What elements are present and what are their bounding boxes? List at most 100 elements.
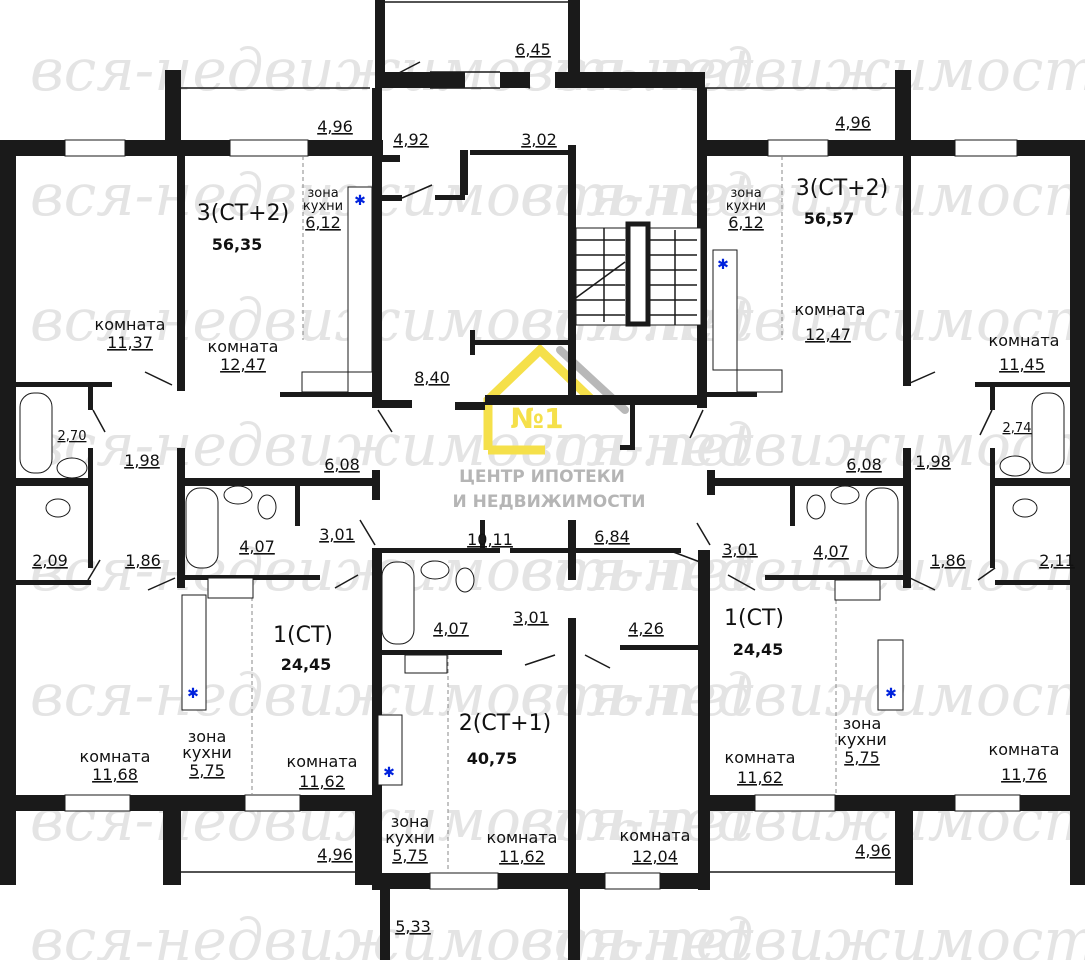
labels: 6,45 4,96 4,96 4,96 4,96 5,33 4,92 3,02 … [32,40,1075,936]
room-area: 11,62 [499,847,545,866]
apartment-type: 1(СТ) [724,606,784,631]
room-area: 11,76 [1001,765,1047,784]
company-logo: №1 ЦЕНТР ИПОТЕКИ И НЕДВИЖИМОСТИ [452,343,646,512]
area-label: 6,08 [846,455,882,474]
room-area: 11,62 [737,768,783,787]
watermark: вся-недвижимость.net [520,906,1085,960]
area-label: 1,98 [915,452,951,471]
apartment-type: 2(СТ+1) [459,711,551,736]
area-label: 4,96 [855,841,891,860]
watermark: вся-недвижимость.net [520,661,1085,729]
apartment-area: 40,75 [467,749,518,768]
room-label: комната [989,740,1060,759]
apartment-area: 56,35 [212,235,263,254]
bathtub-icon [185,487,219,569]
kitchen-label: зона [730,186,761,201]
apartment-type: 1(СТ) [273,623,333,648]
watermarks: вся-недвижимость.net вся-недвижимость.ne… [30,36,1085,960]
logo-line2: И НЕДВИЖИМОСТИ [452,492,645,512]
area-label: 4,96 [835,113,871,132]
apartment-type: 3(СТ+2) [796,176,888,201]
room-label: комната [795,300,866,319]
apartment-area: 24,45 [733,640,784,659]
area-label: 1,86 [930,551,966,570]
area-label: 1,98 [124,451,160,470]
kitchen-label: зона [188,727,227,746]
area-label: 3,01 [319,525,355,544]
area-label: 5,33 [395,917,431,936]
kitchen-label: кухни [385,828,434,847]
area-label: 2,11 [1039,551,1075,570]
kitchen-label: кухни [837,730,886,749]
kitchen-label: кухни [182,743,231,762]
area-label: 2,70 [58,429,87,444]
area-label: 1,86 [125,551,161,570]
watermark: вся-недвижимость.net [30,36,754,104]
room-label: комната [487,828,558,847]
room-label: комната [725,748,796,767]
area-label: 4,92 [393,130,429,149]
room-label: комната [80,747,151,766]
gas-meter-icon: ✱ [187,686,199,702]
apartment-area: 56,57 [804,209,855,228]
area-label: 4,07 [813,542,849,561]
area-label: 3,02 [521,130,557,149]
watermark: вся-недвижимость.net [30,906,754,960]
sink-icon [999,455,1031,477]
area-label: 8,40 [414,368,450,387]
area-label: 4,96 [317,117,353,136]
room-area: 12,47 [805,325,851,344]
area-label: 2,74 [1003,421,1032,436]
kitchen-area: 5,75 [844,748,880,767]
fixtures: ✱ ✱ ✱ ✱ ✱ [19,186,1065,786]
toilet-icon [455,567,475,593]
kitchen-label: зона [307,186,338,201]
toilet-icon [1012,498,1038,518]
apartment-type: 3(СТ+2) [197,201,289,226]
gas-meter-icon: ✱ [885,686,897,702]
kitchen-area: 6,12 [728,213,764,232]
kitchen-area: 6,12 [305,213,341,232]
area-label: 3,01 [513,608,549,627]
room-area: 12,47 [220,355,266,374]
apartment-area: 24,45 [281,655,332,674]
kitchen-area: 5,75 [392,846,428,865]
room-area: 11,62 [299,772,345,791]
room-label: комната [989,331,1060,350]
area-label: 10,11 [467,530,513,549]
sink-icon [830,485,860,505]
area-label: 6,45 [515,40,551,59]
room-area: 11,37 [107,333,153,352]
room-label: комната [620,826,691,845]
logo-line1: ЦЕНТР ИПОТЕКИ [459,467,625,487]
area-label: 6,08 [324,455,360,474]
area-label: 2,09 [32,551,68,570]
bathtub-icon [1031,392,1065,474]
sink-icon [420,560,450,580]
toilet-icon [257,494,277,520]
logo-number: №1 [510,402,563,435]
room-area: 12,04 [632,847,678,866]
area-label: 3,01 [722,540,758,559]
kitchen-label: кухни [726,199,766,214]
room-area: 11,68 [92,765,138,784]
toilet-icon [45,498,71,518]
gas-meter-icon: ✱ [354,193,366,209]
room-label: комната [287,752,358,771]
area-label: 4,26 [628,619,664,638]
area-label: 6,84 [594,527,630,546]
watermark: вся-недвижимость.net [520,36,1085,104]
kitchen-label: зона [843,714,882,733]
area-label: 4,96 [317,845,353,864]
bathtub-icon [19,392,53,474]
bathtub-icon [381,561,415,645]
room-label: комната [208,337,279,356]
toilet-icon [806,494,826,520]
gas-meter-icon: ✱ [717,257,729,273]
gas-meter-icon: ✱ [383,765,395,781]
area-label: 4,07 [239,537,275,556]
watermark: вся-недвижимость.net [520,161,1085,229]
sink-icon [56,457,88,479]
room-label: комната [95,315,166,334]
